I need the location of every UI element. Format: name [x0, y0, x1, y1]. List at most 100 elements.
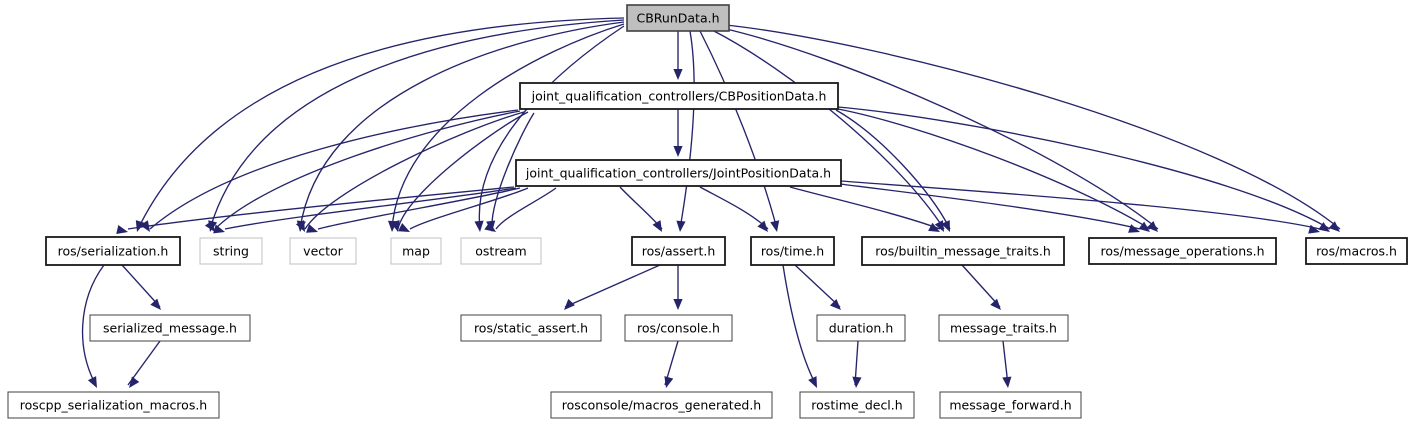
- node-roscpp-serialization-macros-h[interactable]: roscpp_serialization_macros.h: [7, 391, 220, 419]
- node-ros-assert-h[interactable]: ros/assert.h: [631, 236, 726, 266]
- arrow-messageops-c: [1128, 224, 1140, 233]
- edge-cbposition-to-builtin-traits: [835, 109, 951, 230]
- node-label: rosconsole/macros_generated.h: [562, 398, 761, 413]
- node-joint-qualification-controllers-cbpositiondata-h[interactable]: joint_qualification_controllers/CBPositi…: [519, 82, 839, 110]
- node-ros-serialization-h[interactable]: ros/serialization.h: [45, 236, 181, 266]
- node-box[interactable]: [816, 314, 906, 342]
- arrow-message-traits: [990, 298, 1001, 310]
- node-label: joint_qualification_controllers/JointPos…: [525, 166, 831, 181]
- node-box[interactable]: [861, 236, 1065, 266]
- edge-jointposition-to-message-operations: [839, 183, 1141, 230]
- arrow-rosconsole-macros: [664, 376, 674, 388]
- arrow-assert-a: [676, 220, 686, 232]
- arrow-messageops-a: [1146, 220, 1158, 232]
- node-box[interactable]: [199, 237, 263, 265]
- edge-cbposition-to-vector: [304, 111, 525, 230]
- node-rostime-decl-h[interactable]: rostime_decl.h: [799, 391, 915, 419]
- node-box[interactable]: [45, 236, 181, 266]
- arrow-rostime-decl-a: [808, 376, 817, 388]
- edge-cbposition-to-map: [397, 111, 529, 230]
- node-message-traits-h[interactable]: message_traits.h: [938, 314, 1069, 342]
- node-box[interactable]: [550, 391, 773, 419]
- node-box[interactable]: [7, 391, 220, 419]
- node-box[interactable]: [390, 237, 442, 265]
- arrow-macros-b: [1318, 222, 1330, 232]
- node-label: ros/time.h: [761, 244, 824, 259]
- edge-builtin-traits-to-message-traits: [961, 264, 1001, 308]
- node-box[interactable]: [624, 314, 733, 342]
- edges-layer: [81, 17, 1341, 386]
- arrow-jointpositiondata: [673, 146, 683, 157]
- arrow-string-b: [204, 220, 215, 232]
- node-label: ros/builtin_message_traits.h: [875, 244, 1051, 259]
- node-label: duration.h: [829, 321, 894, 336]
- node-box[interactable]: [515, 159, 842, 187]
- node-label: serialized_message.h: [103, 321, 237, 336]
- node-box[interactable]: [1305, 237, 1408, 265]
- edge-cbrundata-to-message-operations: [721, 27, 1159, 230]
- arrow-message-forward: [1002, 376, 1012, 388]
- arrow-roscpp-macros-a: [87, 376, 97, 388]
- node-label: vector: [303, 244, 344, 259]
- nodes-layer: CBRunData.h joint_qualification_controlle…: [7, 4, 1408, 419]
- node-ros-time-h[interactable]: ros/time.h: [750, 236, 835, 266]
- node-box[interactable]: [89, 314, 251, 342]
- arrow-console: [673, 299, 683, 310]
- node-ros-message-operations-h[interactable]: ros/message_operations.h: [1088, 237, 1277, 265]
- node-ros-console-h[interactable]: ros/console.h: [624, 314, 733, 342]
- edge-jointposition-to-assert: [619, 186, 663, 230]
- node-label: message_traits.h: [950, 321, 1057, 336]
- node-label: ros/serialization.h: [58, 244, 169, 259]
- edge-serialization-to-serialized-message: [121, 264, 161, 308]
- node-box[interactable]: [626, 4, 730, 32]
- node-string[interactable]: string: [199, 237, 263, 265]
- node-box[interactable]: [1088, 237, 1277, 265]
- node-duration-h[interactable]: duration.h: [816, 314, 906, 342]
- node-label: ros/assert.h: [642, 244, 716, 259]
- edge-cbrundata-to-time: [699, 30, 778, 230]
- node-box[interactable]: [939, 391, 1082, 419]
- node-serialized-message-h[interactable]: serialized_message.h: [89, 314, 251, 342]
- arrow-static-assert: [564, 298, 575, 310]
- node-box[interactable]: [799, 391, 915, 419]
- edge-time-to-duration: [794, 264, 841, 308]
- arrow-serialization-a: [135, 220, 145, 232]
- node-ros-macros-h[interactable]: ros/macros.h: [1305, 237, 1408, 265]
- node-label: map: [402, 244, 430, 259]
- edge-cbrundata-to-string: [209, 19, 625, 230]
- node-label: ostream: [475, 244, 526, 259]
- node-ostream[interactable]: ostream: [460, 237, 542, 265]
- node-cbrundata-h[interactable]: CBRunData.h: [626, 4, 730, 32]
- node-box[interactable]: [519, 82, 839, 110]
- node-box[interactable]: [289, 237, 357, 265]
- node-vector[interactable]: vector: [289, 237, 357, 265]
- edge-cbposition-to-macros: [837, 106, 1331, 230]
- arrow-assert-b: [652, 220, 662, 232]
- edge-cbrundata-to-macros: [725, 24, 1341, 230]
- node-map[interactable]: map: [390, 237, 442, 265]
- node-rosconsole-macros-generated-h[interactable]: rosconsole/macros_generated.h: [550, 391, 773, 419]
- node-message-forward-h[interactable]: message_forward.h: [939, 391, 1082, 419]
- node-box[interactable]: [631, 236, 726, 266]
- node-joint-qualification-controllers-jointpositiondata-h[interactable]: joint_qualification_controllers/JointPos…: [515, 159, 842, 187]
- edge-jointposition-to-serialization: [127, 186, 515, 230]
- edge-cbrundata-to-vector: [299, 21, 625, 230]
- arrow-macros-c: [1308, 224, 1320, 234]
- node-label: rostime_decl.h: [811, 398, 902, 413]
- arrowheads-layer: [87, 69, 1340, 388]
- node-box[interactable]: [460, 314, 602, 342]
- edge-cbrundata-to-assert: [679, 30, 695, 230]
- node-box[interactable]: [938, 314, 1069, 342]
- edge-cbrundata-to-map: [391, 23, 625, 230]
- arrow-serialized-message: [150, 298, 161, 310]
- arrow-cbpositiondata: [673, 69, 683, 80]
- node-box[interactable]: [750, 236, 835, 266]
- node-ros-builtin-message-traits-h[interactable]: ros/builtin_message_traits.h: [861, 236, 1065, 266]
- edge-cbposition-to-ostream: [491, 112, 535, 230]
- arrow-vector-b: [295, 220, 305, 232]
- edge-assert-to-static-assert: [564, 264, 661, 308]
- node-ros-static-assert-h[interactable]: ros/static_assert.h: [460, 314, 602, 342]
- edge-serialization-to-roscpp-macros: [81, 264, 105, 386]
- node-box[interactable]: [460, 237, 542, 265]
